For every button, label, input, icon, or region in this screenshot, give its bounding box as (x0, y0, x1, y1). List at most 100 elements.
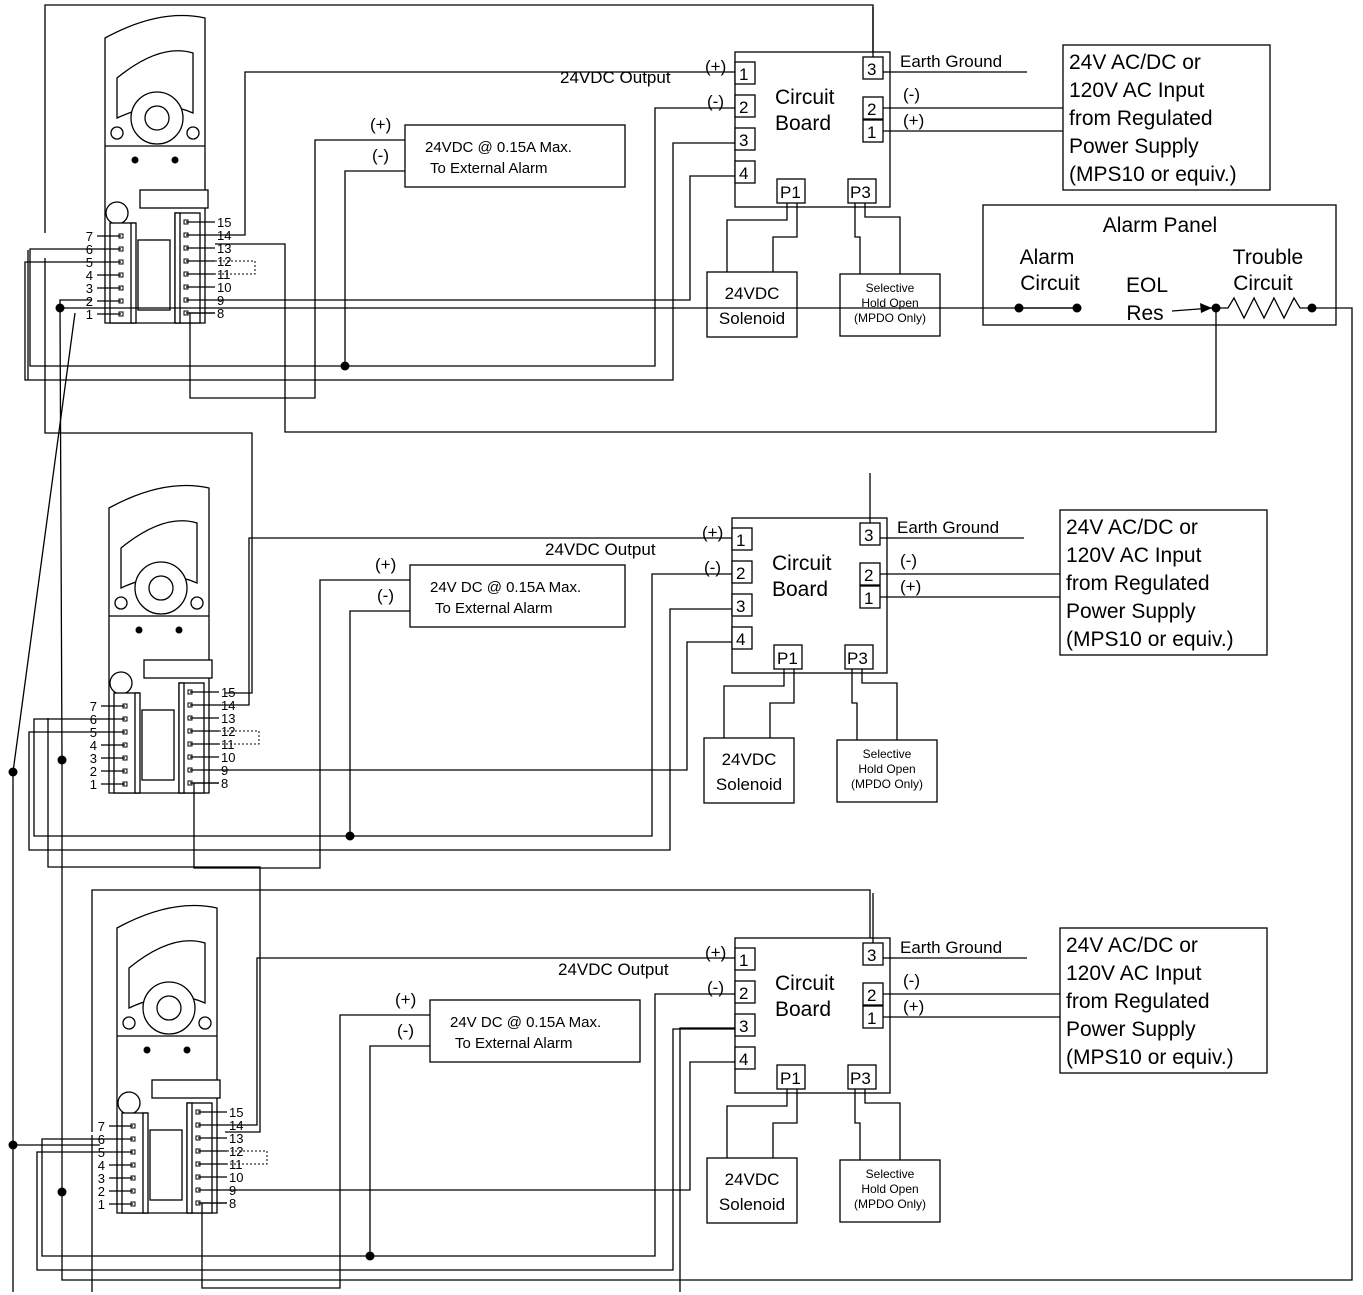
power-supply-text: 24V AC/DC or (1066, 516, 1198, 539)
selective-label: Selective (863, 747, 912, 761)
terminal-number: 2 (867, 100, 876, 119)
pin-number-left: 2 (86, 294, 93, 309)
left-connector-edge (142, 1112, 149, 1214)
right-connector-edge (186, 1102, 193, 1214)
power-supply-text: 120V AC Input (1069, 79, 1205, 102)
p3-label: P3 (850, 1069, 871, 1088)
ext-plus-label: (+) (370, 115, 391, 134)
trouble-loop-return (61, 307, 1353, 1281)
res-label: Res (1126, 302, 1163, 325)
p3-label: P3 (850, 183, 871, 202)
screw-dot (175, 626, 183, 634)
terminal-number: 3 (867, 60, 876, 79)
alarm-bus (59, 307, 63, 1192)
mount-hole (114, 596, 128, 610)
external-alarm-label: To External Alarm (435, 600, 553, 617)
output-label: 24VDC Output (545, 540, 656, 559)
armature-inner (148, 575, 174, 601)
terminal-box (734, 127, 756, 151)
terminal-box (731, 626, 753, 650)
terminal-number: 1 (736, 531, 745, 550)
junction-dot (8, 767, 18, 777)
selective-wire (854, 203, 861, 274)
wire-ext-minus (349, 610, 410, 836)
terminal-number: 4 (739, 1050, 748, 1069)
external-alarm-box (404, 124, 626, 188)
power-supply-box (1059, 509, 1268, 656)
ext-plus-label: (+) (395, 990, 416, 1009)
wire-ext-plus-pin8 (193, 579, 410, 869)
wire-pin14-output-plus (215, 71, 735, 236)
terminal-number: 4 (739, 164, 748, 183)
pin-number-left: 3 (98, 1171, 105, 1186)
relay-block (149, 1129, 183, 1201)
pin-number-right: 8 (221, 776, 228, 791)
p1-connector (776, 1064, 806, 1090)
power-supply-text: (MPS10 or equiv.) (1066, 1046, 1234, 1069)
solenoid-label: 24VDC (725, 1170, 780, 1189)
terminal-number: 2 (864, 566, 873, 585)
pin-number-right: 8 (217, 306, 224, 321)
wire-ext-plus-pin8 (189, 139, 405, 399)
solenoid-wire (772, 203, 798, 272)
screw-dot (135, 626, 143, 634)
pin-number-left: 2 (90, 764, 97, 779)
earth-ground-label: Earth Ground (897, 518, 999, 537)
pin-number-left: 4 (90, 738, 97, 753)
mount-hole (190, 596, 204, 610)
power-minus-label: (-) (900, 551, 917, 570)
led-indicator (117, 1091, 141, 1115)
selective-wire (864, 203, 901, 274)
pin-number-left: 4 (98, 1158, 105, 1173)
selective-wire (851, 669, 858, 740)
wire-pin9-terminal4 (215, 175, 735, 301)
ext-minus-label: (-) (372, 146, 389, 165)
solenoid-wire (772, 1089, 798, 1158)
pin-number-left: 7 (90, 699, 97, 714)
trouble-circuit-label: Trouble (1233, 246, 1303, 269)
terminal-number: 2 (739, 984, 748, 1003)
mount-hole (186, 126, 200, 140)
output-minus-label: (-) (704, 558, 721, 577)
terminal-number: 1 (867, 1009, 876, 1028)
power-supply-text: 120V AC Input (1066, 962, 1202, 985)
interconnect-1-2 (44, 258, 253, 694)
power-minus-label: (-) (903, 85, 920, 104)
solenoid-box (703, 737, 795, 804)
pin-number-left: 2 (98, 1184, 105, 1199)
pin-number-right: 13 (229, 1131, 243, 1146)
wire-terminal2-pin6 (41, 993, 735, 1257)
terminal-box (734, 1046, 756, 1070)
external-alarm-rating: 24VDC @ 0.15A Max. (425, 139, 572, 156)
relay-block (137, 239, 171, 311)
output-label: 24VDC Output (558, 960, 669, 979)
alarm-panel-title: Alarm Panel (1103, 214, 1217, 237)
left-connector-edge (134, 692, 141, 794)
interconnect-2-3 (47, 718, 261, 1133)
eol-label: EOL (1126, 274, 1168, 297)
label-plate (151, 1079, 221, 1099)
pin-number-right: 13 (217, 241, 231, 256)
earth-wire-3 (91, 889, 871, 1132)
relay-block (141, 709, 175, 781)
pin-number-left: 4 (86, 268, 93, 283)
output-plus-label: (+) (702, 523, 723, 542)
jumper-12-11 (227, 1150, 268, 1165)
selective-wire (864, 1089, 901, 1160)
terminal-number: 3 (736, 597, 745, 616)
wire-pin14-output-plus (227, 957, 735, 1126)
terminal-box (734, 980, 756, 1004)
power-supply-text: Power Supply (1066, 1018, 1196, 1041)
wire-terminal3-pin5 (36, 1028, 735, 1271)
terminal-box (734, 160, 756, 184)
power-plus-label: (+) (900, 577, 921, 596)
terminal-number: 3 (739, 131, 748, 150)
selective-wire (854, 1089, 861, 1160)
armature-inner (156, 995, 182, 1021)
earth-ground-label: Earth Ground (900, 52, 1002, 71)
selective-label: Hold Open (861, 1182, 918, 1196)
wire-terminal2-pin6 (33, 573, 732, 837)
jumper-12-11 (219, 730, 260, 745)
